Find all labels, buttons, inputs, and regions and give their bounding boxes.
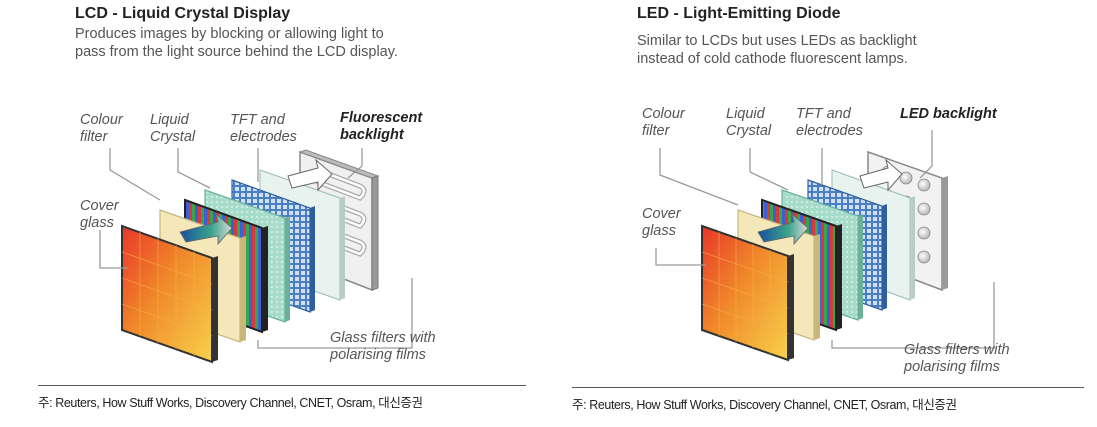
divider-line <box>38 385 526 386</box>
divider-line <box>572 387 1084 388</box>
led-panel: LED - Light-Emitting Diode Similar to LC… <box>560 0 1097 427</box>
lcd-layer-diagram <box>0 0 540 380</box>
source-note: 주: Reuters, How Stuff Works, Discovery C… <box>572 394 957 413</box>
label-led-backlight: LED backlight <box>900 106 997 123</box>
lcd-panel: LCD - Liquid Crystal Display Produces im… <box>0 0 540 427</box>
led-layer-diagram <box>560 0 1097 380</box>
source-note: 주: Reuters, How Stuff Works, Discovery C… <box>38 392 423 411</box>
